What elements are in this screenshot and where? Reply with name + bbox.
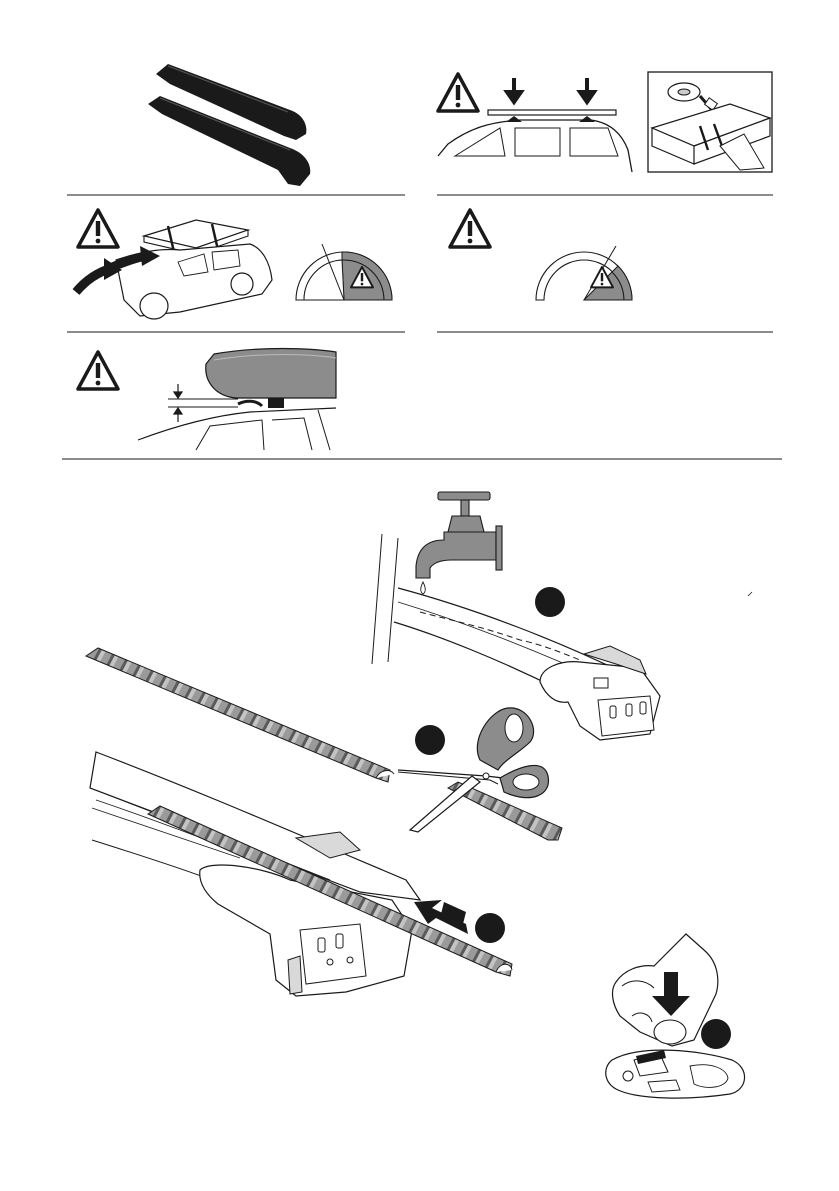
rinse-bar-illustration — [372, 492, 752, 740]
step-badge-4 — [701, 1019, 731, 1049]
load-limit-panel — [438, 74, 632, 172]
step-badge-1 — [535, 587, 565, 617]
warning-triangle-icon — [78, 352, 118, 389]
crossbars-illustration — [148, 64, 310, 186]
speedometer-icon — [536, 246, 632, 300]
warning-triangle-icon — [450, 210, 490, 247]
warning-triangle-icon — [438, 74, 478, 111]
step-badge-2 — [415, 725, 445, 755]
speedometer-icon — [296, 244, 392, 300]
speed-warning-panel — [450, 210, 632, 300]
end-cap-illustration — [606, 934, 745, 1098]
water-tap-icon — [416, 492, 502, 610]
roof-box-clearance-panel — [78, 349, 336, 451]
strap-illustration — [648, 72, 772, 172]
warning-triangle-icon — [78, 210, 118, 247]
aerodynamic-load-panel — [76, 210, 272, 319]
step-badge-3 — [475, 913, 505, 943]
